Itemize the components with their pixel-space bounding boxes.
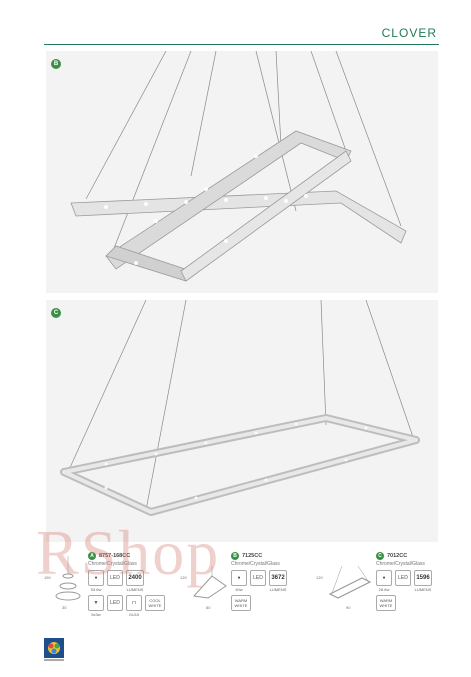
product-photo-c: C [46,300,438,542]
product-a-width: 35 [62,605,67,610]
finish-b: Chrome/Crystal/Glass [231,561,280,567]
bulb-icon: ● [376,570,392,586]
energy-logo-icon [44,638,64,661]
color-temp-c: WARM WHITE [376,595,396,611]
spec-block-c: C 7012CC Chrome/Crystal/Glass ●28.8w LED… [376,552,432,611]
lumens-b-value: 3672 [269,570,287,586]
product-a-thumbnail [55,556,81,601]
finish-c: Chrome/Crystal/Glass [376,561,425,567]
lumens-a-label: LUMENS [126,587,144,592]
watts-c: 28.8w [378,587,390,592]
color-temp-b: WARM WHITE [231,595,251,611]
lumens-a-value: 2400 [126,570,144,586]
gu10-icon: ⊓ [126,595,142,611]
section-badge-c: C [51,308,61,318]
product-code-c: 7012CC [387,553,408,559]
bulb-icon: ● [88,570,104,586]
bulb-a-2: GU10 [128,612,140,617]
product-c-height: 120 [316,575,323,580]
spec-badge-c: C [376,552,384,560]
product-c-thumbnail [328,566,372,599]
lumens-b-label: LUMENS [269,587,287,592]
product-code-a: 8757-168CC [99,553,131,559]
header-rule [44,44,439,45]
product-a-height: 150 [44,575,51,580]
brand-title: CLOVER [381,26,437,40]
bulb-a-1: 5x3w [91,612,101,617]
product-b-height: 120 [180,575,187,580]
spot-bulb-icon: ▼ [88,595,104,611]
lumens-c-value: 1596 [414,570,432,586]
led-icon: LED [107,570,123,586]
watts-a: 53.6w [90,587,102,592]
bulb-icon: ● [231,570,247,586]
product-photo-b: B [46,51,438,293]
led-icon: LED [395,570,411,586]
spec-badge-a: A [88,552,96,560]
spec-block-a: A 8757-168CC Chrome/Crystal/Glass ●53.6w… [88,552,165,617]
finish-a: Chrome/Crystal/Glass [88,561,137,567]
section-badge-b: B [51,59,61,69]
color-temp-a: COOL WHITE [145,595,165,611]
led-icon: LED [250,570,266,586]
lumens-c-label: LUMENS [414,587,432,592]
led-icon: LED [107,595,123,611]
watts-b: 40w [235,587,243,592]
product-b-width: 80 [206,605,211,610]
product-b-thumbnail [193,566,227,599]
chandelier-b-illustration [70,51,407,282]
spec-block-b: B 7125CC Chrome/Crystal/Glass ●40w LED 3… [231,552,287,611]
product-c-width: 90 [346,605,351,610]
spec-badge-b: B [231,552,239,560]
product-code-b: 7125CC [242,553,263,559]
chandelier-c-illustration [60,300,420,516]
